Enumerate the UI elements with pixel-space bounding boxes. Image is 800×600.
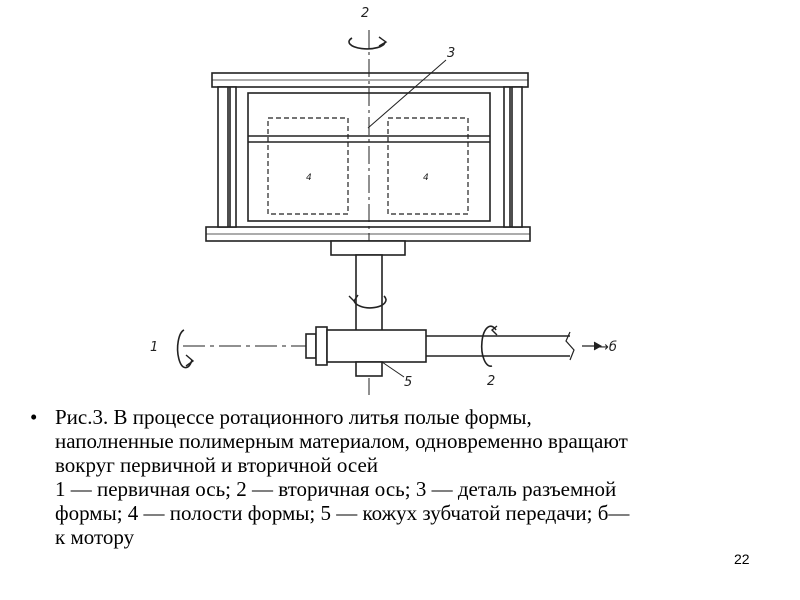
- page-number: 22: [734, 551, 750, 567]
- motor-arrow: [582, 341, 603, 351]
- gear-housing: [305, 326, 427, 377]
- callout-part: 3: [447, 46, 455, 61]
- caption-line: Рис.3. В процессе ротационного литья пол…: [55, 405, 532, 429]
- rotational-molding-diagram: 2 3 4 4 1 5 2 →б: [150, 6, 617, 395]
- rotation-arrow-shaft: [348, 294, 387, 309]
- callout-housing: 5: [404, 375, 412, 390]
- caption-line: вокруг первичной и вторичной осей: [55, 453, 379, 477]
- caption-line: к мотору: [55, 525, 135, 549]
- mold-cavity-left: [267, 117, 349, 215]
- callout-motor: →б: [598, 340, 617, 355]
- vertical-shaft: [330, 240, 406, 334]
- rotation-arrow-primary: [176, 329, 195, 369]
- callout-secondary-axis-top: 2: [361, 6, 369, 21]
- drive-shaft: [426, 331, 575, 361]
- bottom-plate: [205, 226, 531, 242]
- callout-cavity-left: 4: [306, 173, 312, 183]
- caption-line: наполненные полимерным материалом, однов…: [55, 429, 628, 453]
- right-post: [503, 86, 523, 228]
- part-leader-line: [367, 59, 447, 129]
- callout-primary-axis: 1: [150, 340, 158, 355]
- left-post: [217, 86, 237, 228]
- rotation-arrow-drive: [480, 325, 498, 367]
- top-plate: [211, 72, 529, 88]
- rotation-arrow-top: [348, 36, 388, 50]
- callout-secondary-axis-bottom: 2: [487, 374, 495, 389]
- mold-cavity-right: [387, 117, 469, 215]
- callout-cavity-right: 4: [423, 173, 429, 183]
- housing-leader-line: [381, 361, 405, 378]
- bullet: •: [30, 405, 38, 429]
- caption-line: 1 — первичная ось; 2 — вторичная ось; 3 …: [55, 477, 617, 501]
- caption-body: Рис.3. В процессе ротационного литья пол…: [55, 405, 790, 549]
- figure-caption: • Рис.3. В процессе ротационного литья п…: [30, 405, 790, 549]
- caption-line: формы; 4 — полости формы; 5 — кожух зубч…: [55, 501, 630, 525]
